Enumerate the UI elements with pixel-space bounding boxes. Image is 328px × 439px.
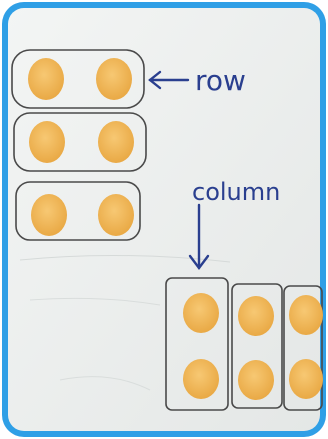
counter <box>238 360 274 400</box>
column-label: column <box>192 178 280 206</box>
counter <box>238 296 274 336</box>
counter <box>31 194 67 236</box>
row-outline-1 <box>11 49 145 109</box>
counter <box>96 58 132 100</box>
counter <box>98 194 134 236</box>
counter <box>29 121 65 163</box>
row-counters <box>28 58 134 236</box>
row-outline-2 <box>13 112 147 172</box>
column-outline-1 <box>165 277 229 411</box>
counter <box>289 295 323 335</box>
row-arrow <box>148 70 190 90</box>
column-arrow <box>188 203 210 270</box>
column-outline-2 <box>231 283 283 409</box>
counter <box>183 359 219 399</box>
counter <box>289 359 323 399</box>
counter <box>98 121 134 163</box>
row-label: row <box>195 64 246 97</box>
row-groups <box>11 49 147 241</box>
counter <box>28 58 64 100</box>
row-outline-3 <box>15 181 141 241</box>
column-groups <box>165 277 323 411</box>
column-outline-3 <box>283 285 323 411</box>
column-counters <box>183 293 323 400</box>
counter <box>183 293 219 333</box>
